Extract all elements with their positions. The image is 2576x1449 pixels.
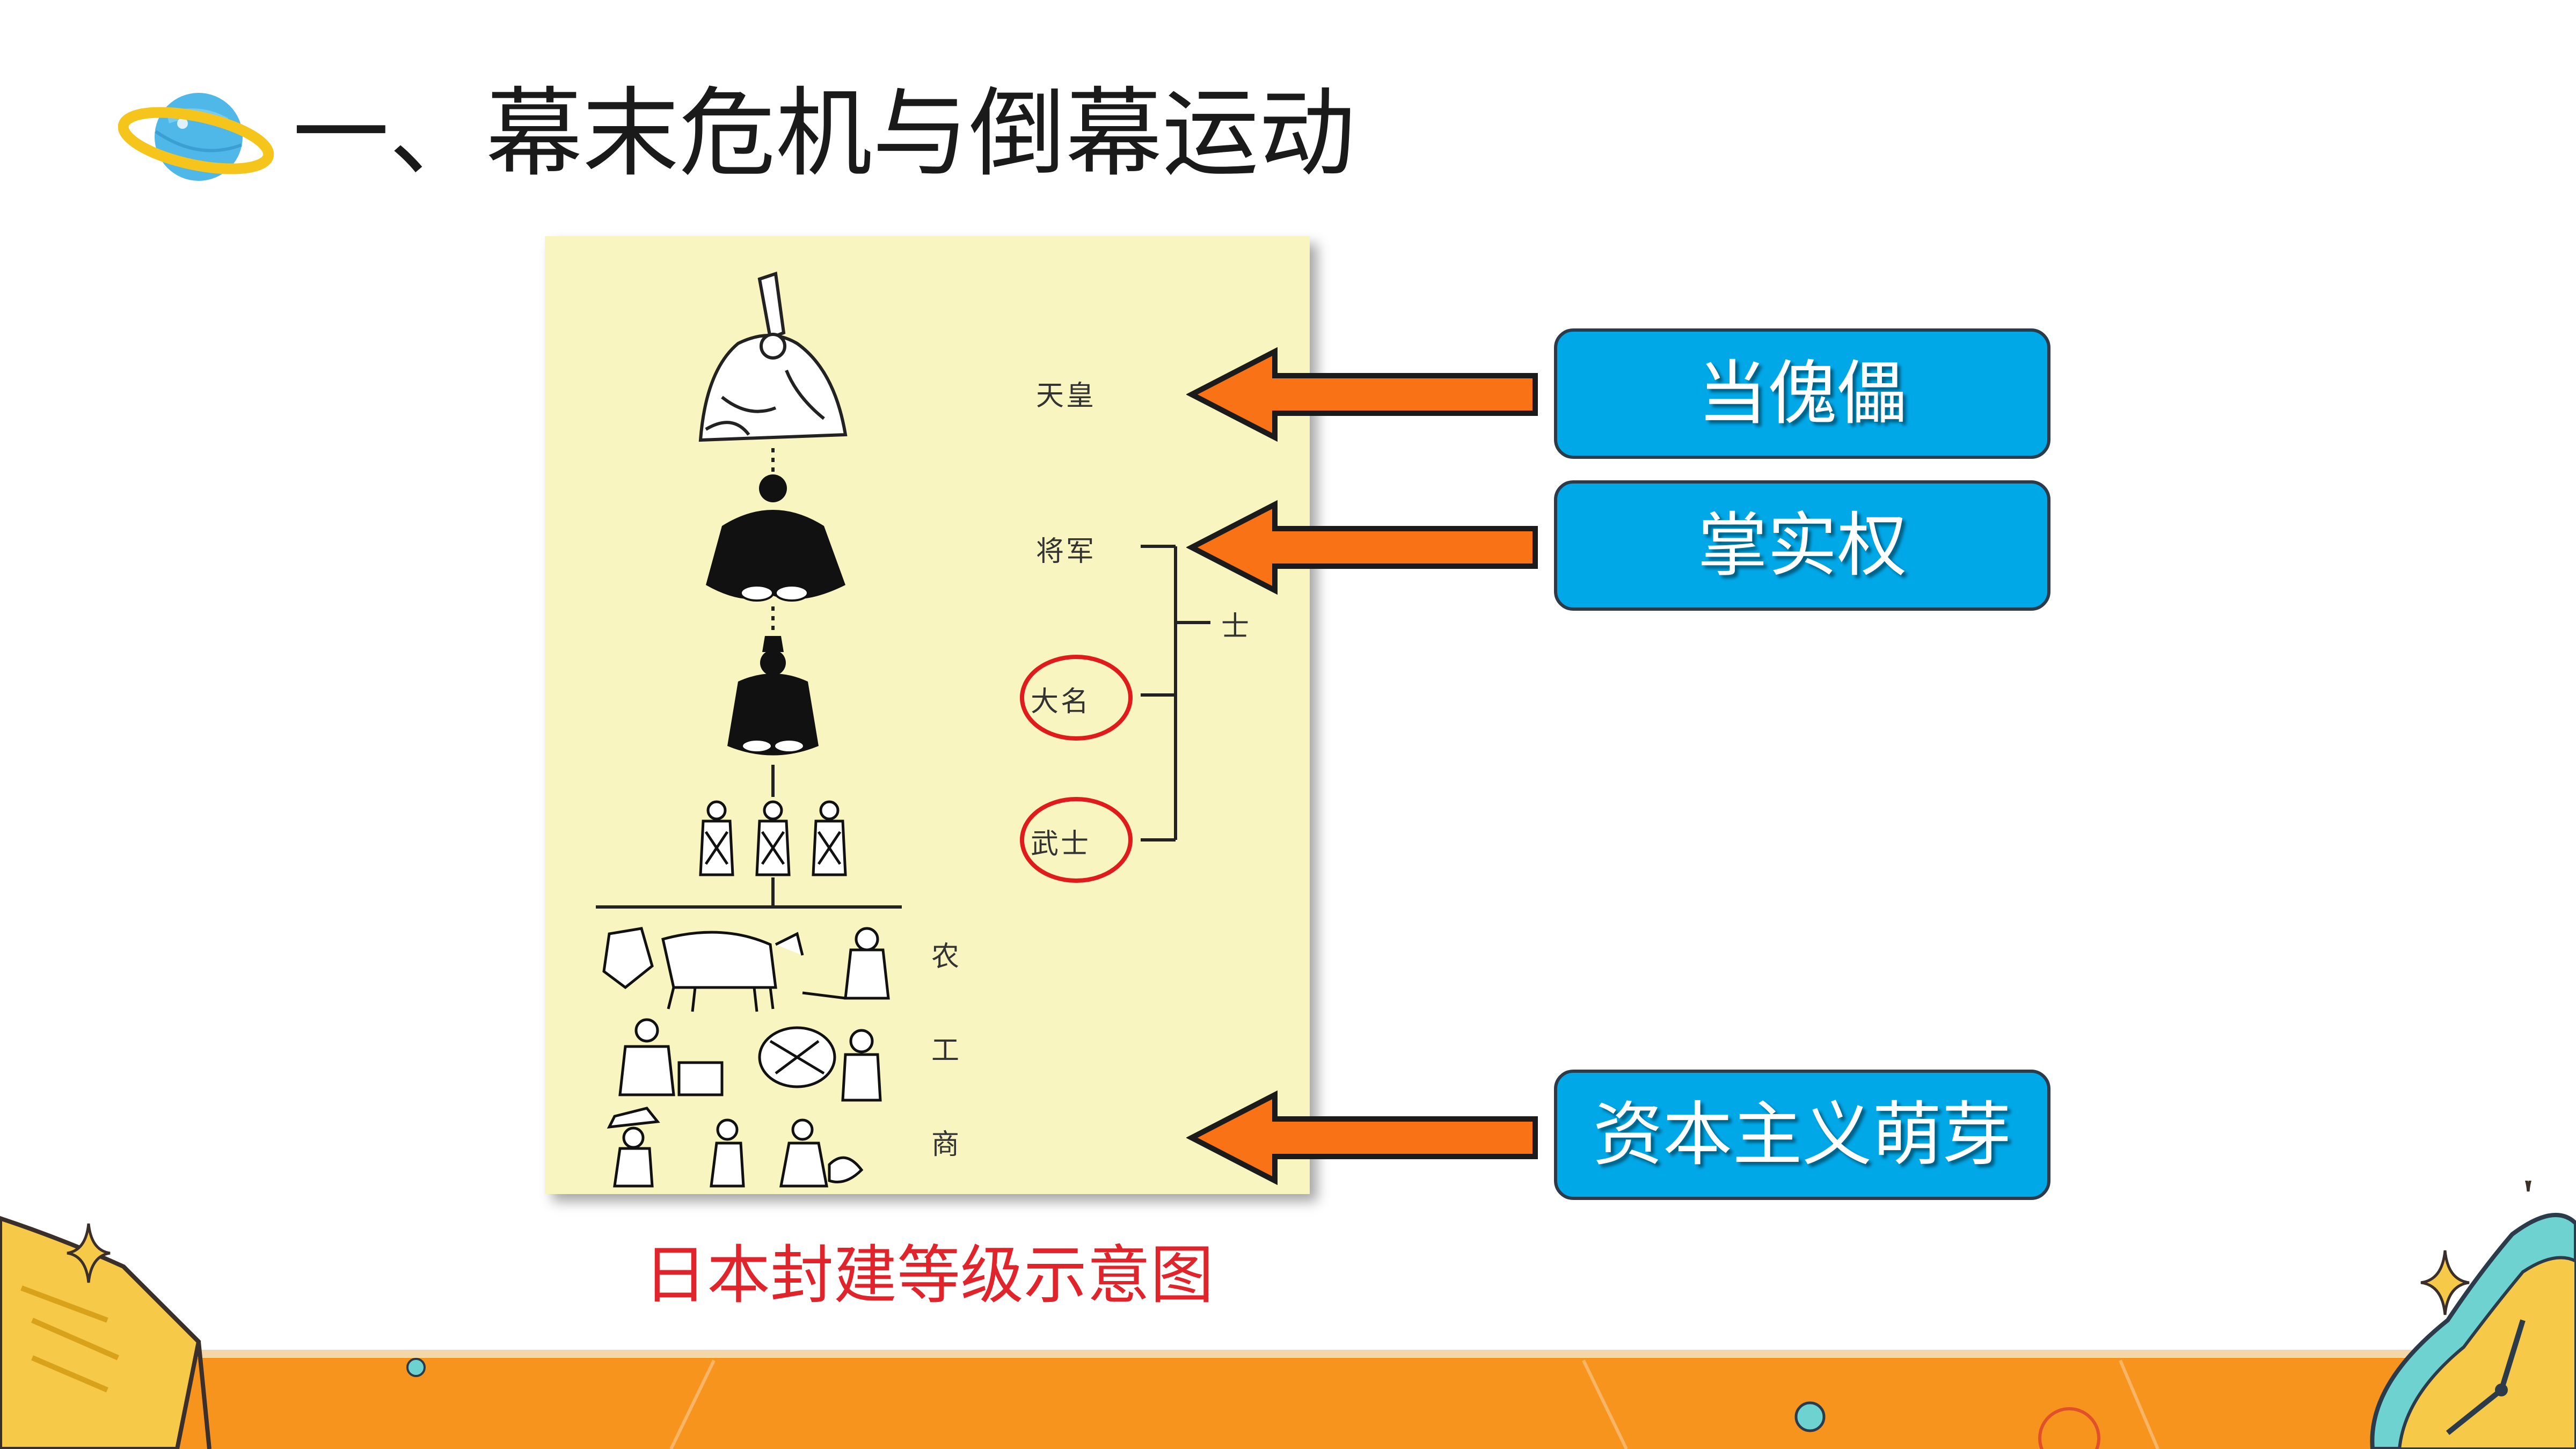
emperor-figure-icon [698,272,848,442]
feudal-hierarchy-diagram: 天皇 将军 大名 武士 士 农 工 商 [545,236,1310,1194]
daimyo-figure-icon [727,636,819,756]
shi-bracket [1141,545,1210,841]
arrow-left-icon [1186,1090,1538,1185]
rank-label-emperor: 天皇 [1036,380,1097,412]
sparkle-icon [2420,1250,2470,1315]
clock-icon [2370,1213,2576,1449]
shogun-figure-icon [706,474,845,602]
highlight-circle-samurai [1020,797,1133,883]
hierarchy-illustration [596,272,1210,1188]
arrow-left-icon [1186,500,1538,595]
rank-label-shi: 士 [1221,611,1252,643]
callout-real-power: 掌实权 [1554,480,2050,611]
bottom-decoration [0,1181,2576,1449]
farmer-scene-icon [602,927,890,1012]
highlight-circle-daimyo [1020,655,1133,741]
rank-label-farmer: 农 [931,941,962,973]
rank-label-shogun: 将军 [1036,536,1097,568]
sparkle-icon [67,1223,111,1283]
merchant-scene-icon [607,1107,864,1188]
callout-capitalism-sprouts: 资本主义萌芽 [1554,1070,2050,1200]
artisan-scene-icon [618,1018,882,1102]
rank-label-merchant: 商 [931,1129,962,1161]
sparkle-icon [2524,1181,2532,1192]
page-title: 一、幕末危机与倒幕运动 [293,78,1356,190]
callout-puppet: 当傀儡 [1554,328,2050,459]
samurai-figures-icon [699,800,847,876]
rank-label-artisan: 工 [931,1035,962,1067]
planet-icon [118,93,274,181]
diagram-caption: 日本封建等级示意图 [643,1238,1214,1312]
arrow-left-icon [1186,347,1538,442]
